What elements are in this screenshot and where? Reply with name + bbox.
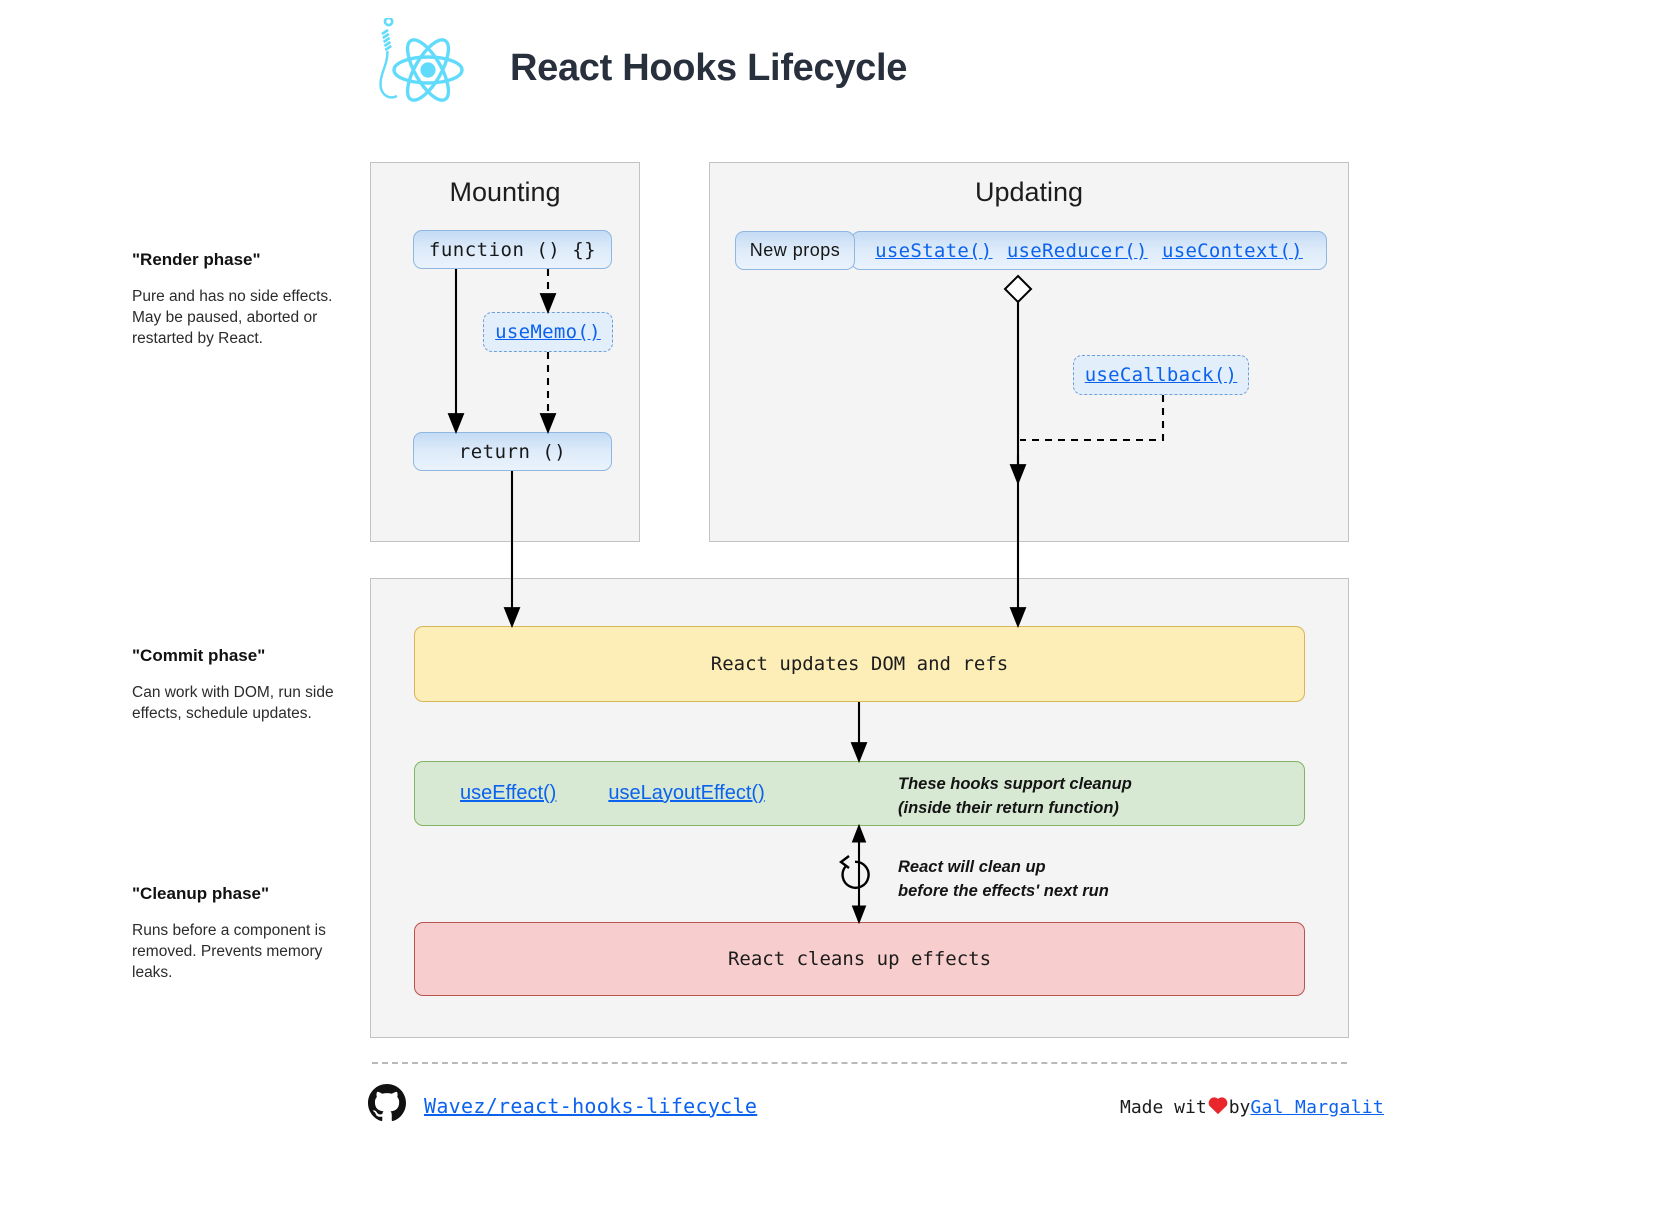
react-hook-atom-logo [372,16,482,118]
phase-commit: "Commit phase" Can work with DOM, run si… [132,646,347,724]
node-function-declaration[interactable]: function () {} [413,230,612,269]
footer-github[interactable]: Wavez/react-hooks-lifecycle [368,1084,757,1127]
updating-panel: Updating [709,162,1349,542]
react-updates-dom-label: React updates DOM and refs [710,653,1009,675]
node-react-cleans-up-effects[interactable]: React cleans up effects [414,922,1305,996]
phase-render-description: Pure and has no side effects. May be pau… [132,288,333,348]
node-react-updates-dom[interactable]: React updates DOM and refs [414,626,1305,702]
node-use-callback[interactable]: useCallback() [1073,355,1249,395]
made-with-by: by [1228,1096,1251,1118]
cleanup-timing-note: React will clean up before the effects' … [898,858,1109,900]
phase-cleanup: "Cleanup phase" Runs before a component … [132,884,347,984]
phase-commit-description: Can work with DOM, run side effects, sch… [132,684,334,723]
effect-cleanup-note: These hooks support cleanup (inside thei… [898,775,1132,817]
github-repo-link[interactable]: Wavez/react-hooks-lifecycle [424,1093,758,1118]
node-new-props[interactable]: New props [735,231,855,270]
node-return-label: return () [458,440,567,463]
author-link[interactable]: Gal Margalit [1250,1096,1385,1118]
heart-icon [1207,1095,1229,1119]
node-return[interactable]: return () [413,432,612,471]
new-props-label: New props [749,240,841,260]
mounting-panel-title: Mounting [449,177,561,207]
node-update-hooks[interactable]: useState() useReducer() useContext() [851,231,1327,270]
mounting-panel: Mounting [370,162,640,542]
node-function-label: function () {} [428,238,597,261]
updating-panel-title: Updating [974,177,1084,207]
phase-render-title: "Render phase" [132,250,261,269]
footer-credit: Made wit by Gal Margalit [1120,1095,1384,1119]
made-with-prefix: Made wit [1120,1096,1207,1118]
node-effect-hooks[interactable]: useEffect() useLayoutEffect() [414,761,1305,826]
use-layout-effect-link[interactable]: useLayoutEffect() [608,782,765,804]
github-icon [368,1084,406,1127]
use-context-link[interactable]: useContext() [1161,239,1303,262]
node-use-memo[interactable]: useMemo() [483,312,613,352]
use-memo-link[interactable]: useMemo() [495,321,601,343]
page-header: React Hooks Lifecycle [372,16,908,118]
use-state-link[interactable]: useState() [875,239,993,262]
react-cleans-up-label: React cleans up effects [727,948,992,970]
footer-divider [372,1062,1347,1064]
page-title: React Hooks Lifecycle [510,46,908,89]
use-callback-link[interactable]: useCallback() [1084,364,1238,386]
use-effect-link[interactable]: useEffect() [460,782,557,804]
use-reducer-link[interactable]: useReducer() [1006,239,1148,262]
phase-commit-title: "Commit phase" [132,646,266,665]
phase-cleanup-description: Runs before a component is removed. Prev… [132,922,326,982]
phase-render: "Render phase" Pure and has no side effe… [132,250,347,350]
phase-cleanup-title: "Cleanup phase" [132,884,270,903]
